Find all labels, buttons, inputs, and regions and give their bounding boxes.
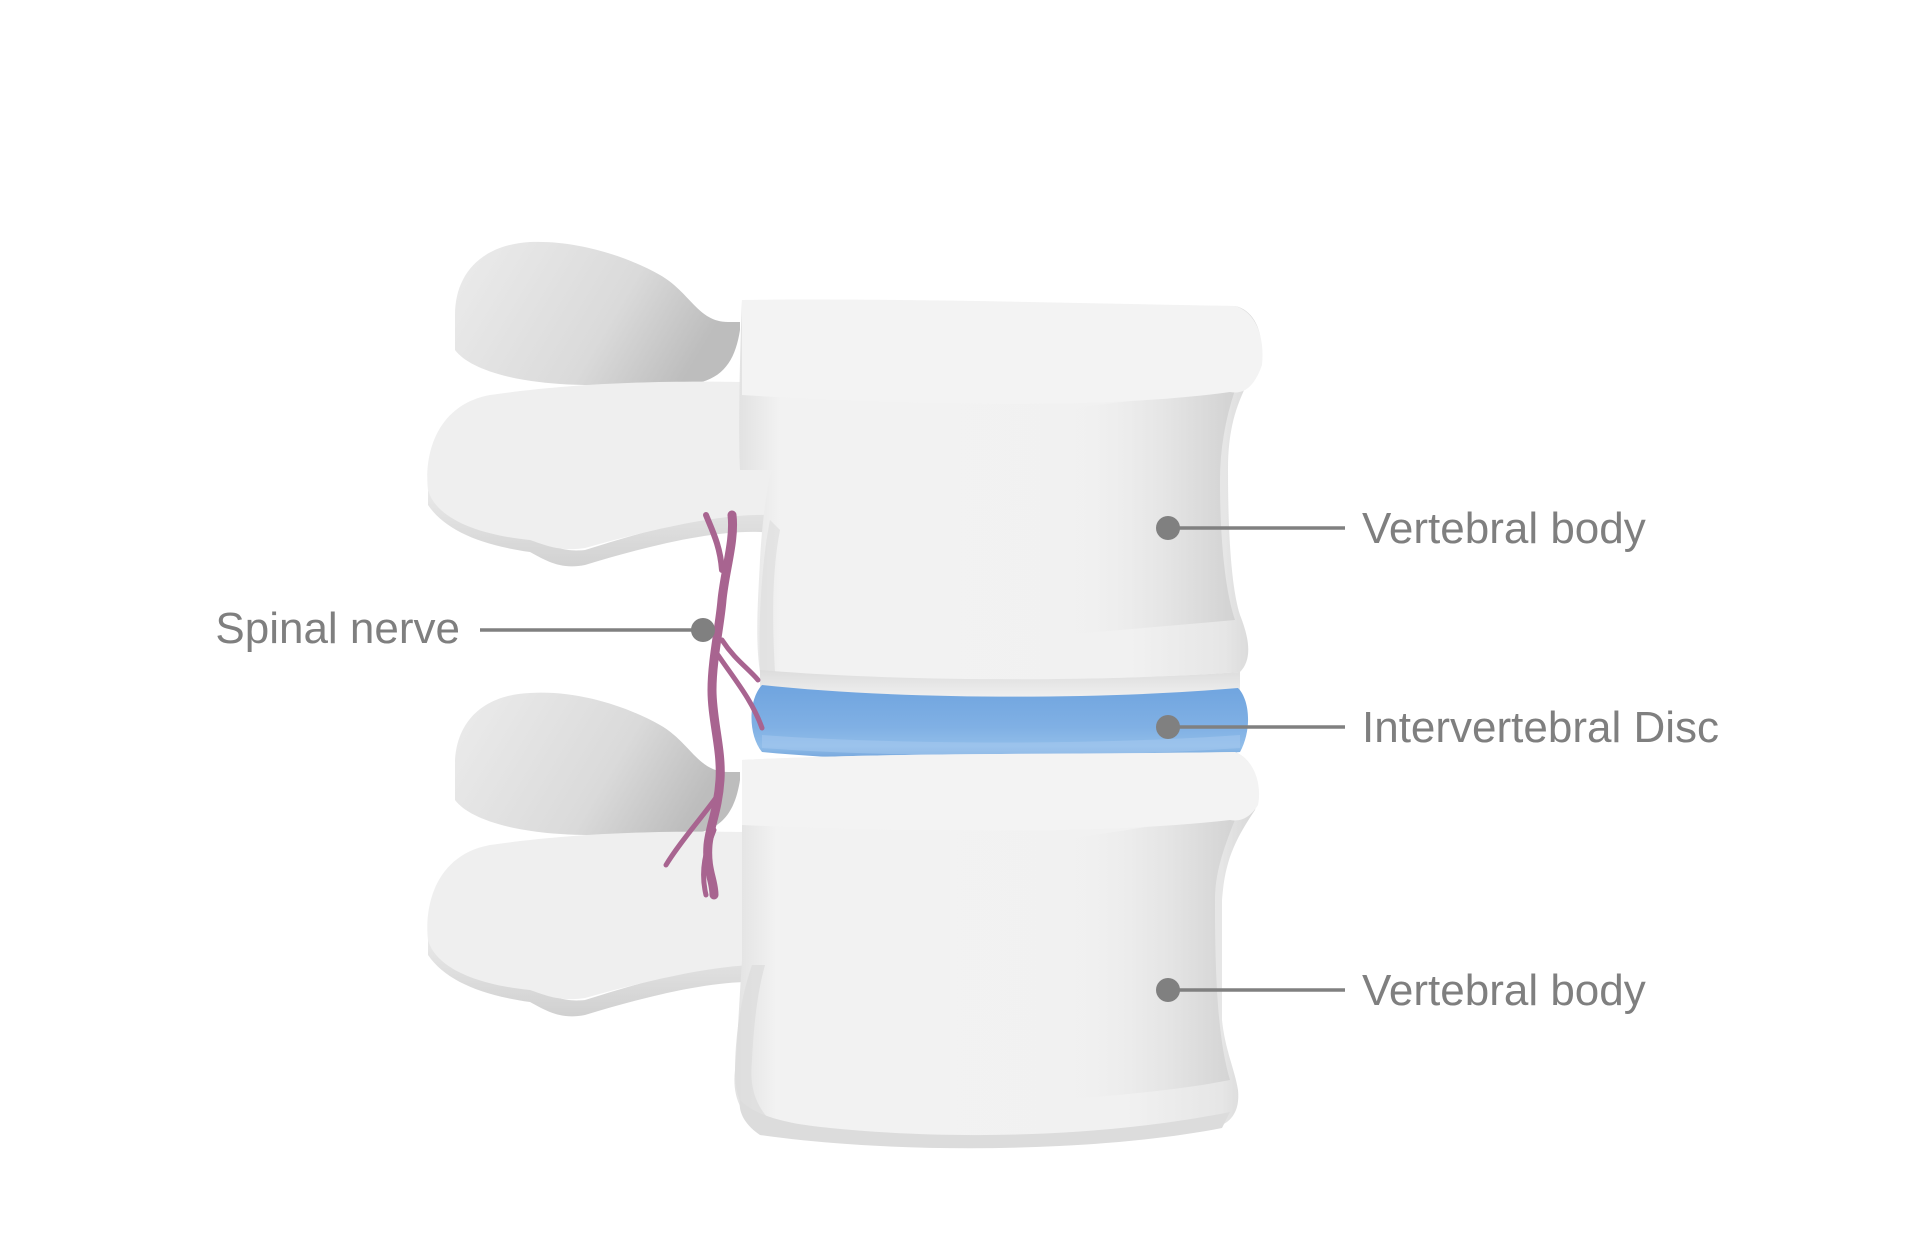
nerve-branch-disc-2 xyxy=(715,652,765,731)
nerve-branch-disc-1 xyxy=(719,637,761,683)
lower-transverse-underside xyxy=(428,938,832,1020)
nerve-branch-top-left xyxy=(703,512,725,573)
disc-highlight xyxy=(762,735,1240,756)
nerve-branch-lower-right xyxy=(701,827,717,898)
spinal-nerve xyxy=(663,510,765,900)
upper-articular-process xyxy=(455,241,740,386)
callout-lower-vertebral-body: Vertebral body xyxy=(1156,966,1646,1015)
callout-spinal-nerve: Spinal nerve xyxy=(215,604,715,653)
lower-body-bottom-rim xyxy=(739,1100,1230,1149)
pointer-dot-nerve xyxy=(691,618,715,642)
upper-body-left-shade xyxy=(759,520,780,672)
label-intervertebral-disc: Intervertebral Disc xyxy=(1362,703,1719,752)
label-spinal-nerve: Spinal nerve xyxy=(215,604,460,653)
callout-intervertebral-disc: Intervertebral Disc xyxy=(1156,703,1719,752)
upper-body-top-rim xyxy=(742,299,1263,405)
nerve-branch-lower-left xyxy=(663,792,721,868)
lower-articular-process xyxy=(455,692,740,836)
pointer-dot-lower-body xyxy=(1156,978,1180,1002)
lower-vertebra xyxy=(427,692,1260,1149)
disc-top-shadow xyxy=(760,670,1240,698)
label-lower-vertebral-body: Vertebral body xyxy=(1362,966,1646,1015)
label-upper-vertebral-body: Vertebral body xyxy=(1362,504,1646,553)
lower-body-left-shade xyxy=(735,965,768,1128)
lower-body-concavity xyxy=(1060,812,1238,1100)
callout-upper-vertebral-body: Vertebral body xyxy=(1156,504,1646,553)
upper-vertebra xyxy=(427,241,1263,680)
pointer-dot-disc xyxy=(1156,715,1180,739)
pointer-dot-upper-body xyxy=(1156,516,1180,540)
upper-body-concavity xyxy=(1060,390,1235,635)
disc-group xyxy=(751,670,1249,762)
lower-body-top-rim xyxy=(742,752,1260,831)
